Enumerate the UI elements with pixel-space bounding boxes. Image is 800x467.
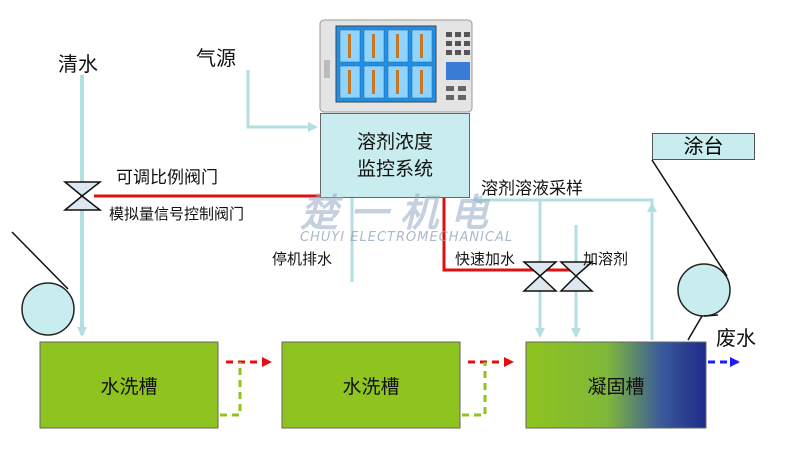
flow-green-2 (462, 362, 487, 417)
film-left (11, 231, 69, 290)
coating-box: 涂台 (652, 133, 755, 160)
watermark-text: CHUYI ELECTROMECHANICAL (300, 230, 514, 245)
film-right-up (651, 159, 728, 277)
watermark-logo: 楚一机电 (300, 191, 501, 235)
proportional-valve (62, 181, 103, 211)
wash-tank-1-body (39, 341, 219, 429)
coagulation-tank: 凝固槽 (587, 375, 645, 398)
controller-line2: 监控系统 (356, 157, 433, 180)
wash-tank-1: 水洗槽 (100, 375, 158, 398)
label-add-solvent: 加溶剂 (583, 250, 629, 268)
signal-line-pumps (442, 198, 576, 272)
flow-green-1 (220, 362, 242, 417)
label-stop-drain: 停机排水 (272, 250, 333, 268)
coag-tank-body (525, 341, 707, 429)
monitor-device-icon (319, 19, 473, 113)
right-roller (677, 263, 731, 317)
concentration-monitor-box: 溶剂浓度 监控系统 (320, 113, 470, 198)
label-air-source: 气源 (196, 46, 236, 70)
wash-tank-2-body (281, 341, 461, 429)
label-quick-add-water: 快速加水 (455, 250, 516, 268)
label-waste-water: 废水 (716, 326, 756, 350)
left-roller (21, 282, 75, 336)
quick-water-valve (522, 261, 558, 292)
sampling-pipe (472, 195, 654, 340)
solvent-valve (559, 261, 594, 292)
film-right (703, 314, 719, 317)
controller-line1: 溶剂浓度 (356, 130, 433, 153)
label-adjustable-valve: 可调比例阀门 (116, 168, 218, 188)
label-clean-water: 清水 (58, 52, 98, 76)
air-source-pipe (246, 70, 318, 132)
label-analog-valve: 模拟量信号控制阀门 (109, 205, 245, 223)
label-sampling: 溶剂溶液采样 (481, 179, 583, 199)
wash-tank-2: 水洗槽 (342, 375, 400, 398)
film-right-down (687, 315, 703, 341)
